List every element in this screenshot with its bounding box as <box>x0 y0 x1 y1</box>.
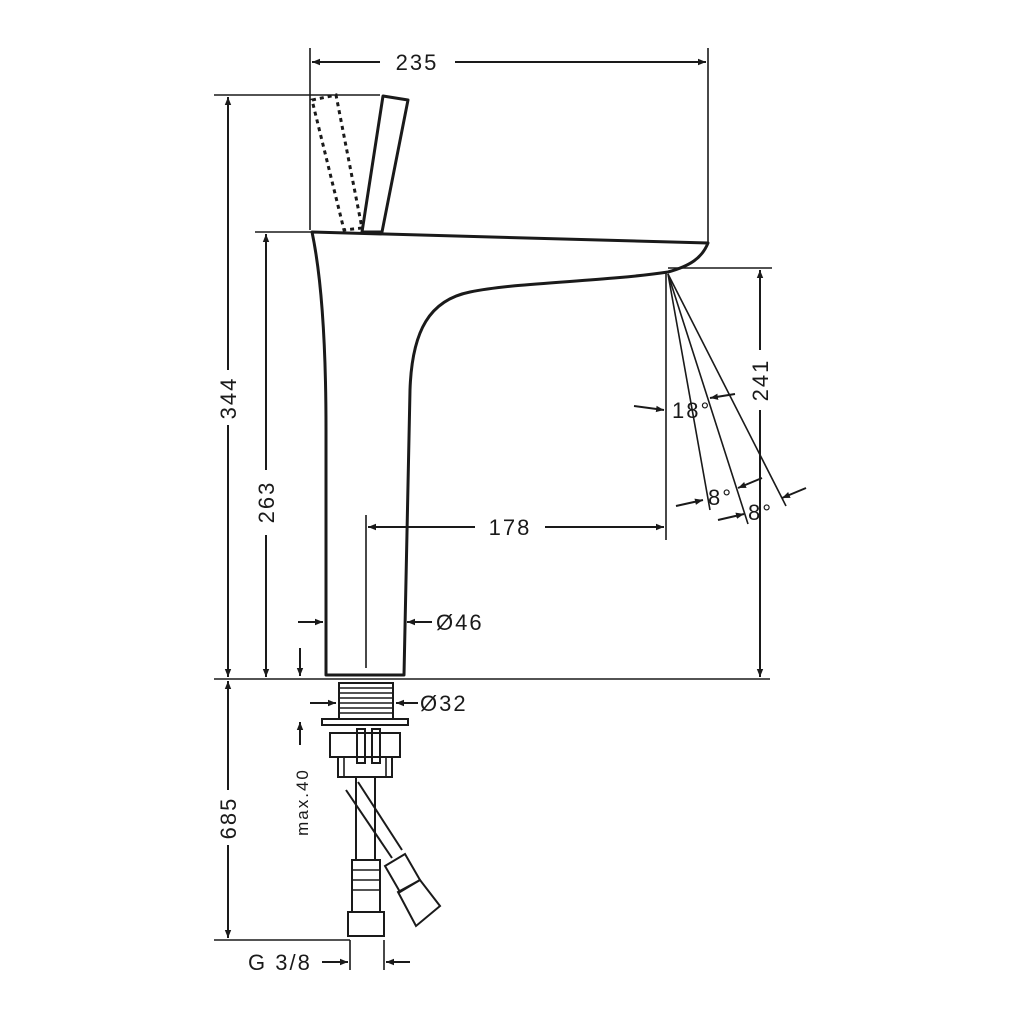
overall-width-label: 235 <box>396 50 439 75</box>
lever-handle <box>360 94 410 234</box>
angle-a-arrow-right <box>737 477 763 489</box>
max-thickness-label: max.40 <box>293 768 312 836</box>
below-counter-label: 685 <box>216 797 241 840</box>
angle-b-label: 8° <box>748 500 773 525</box>
body-diameter-label: Ø46 <box>436 610 484 635</box>
angle-a-arrow-left <box>675 498 704 507</box>
reach-label: 178 <box>489 515 532 540</box>
spray-angle-lines <box>667 273 787 525</box>
outlet-height-label: 241 <box>748 359 773 402</box>
angle-b-arrow-left <box>717 512 745 521</box>
faucet-body <box>310 230 710 677</box>
angle-b-arrow-right <box>781 487 807 499</box>
thread-diameter-label: Ø32 <box>420 691 468 716</box>
angle-a-label: 8° <box>708 485 733 510</box>
connection-thread-label: G 3/8 <box>248 950 312 975</box>
total-height-label: 344 <box>216 377 241 420</box>
supply-hoses <box>345 777 442 937</box>
extension-lines <box>214 48 772 970</box>
spray-angle-arrow-right <box>709 393 736 400</box>
spout-height-label: 263 <box>254 481 279 524</box>
spray-angle-label: 18° <box>672 398 711 423</box>
mounting-thread <box>321 682 409 778</box>
lever-alternate-position <box>310 93 364 232</box>
spray-angle-arrow-left <box>633 405 665 413</box>
